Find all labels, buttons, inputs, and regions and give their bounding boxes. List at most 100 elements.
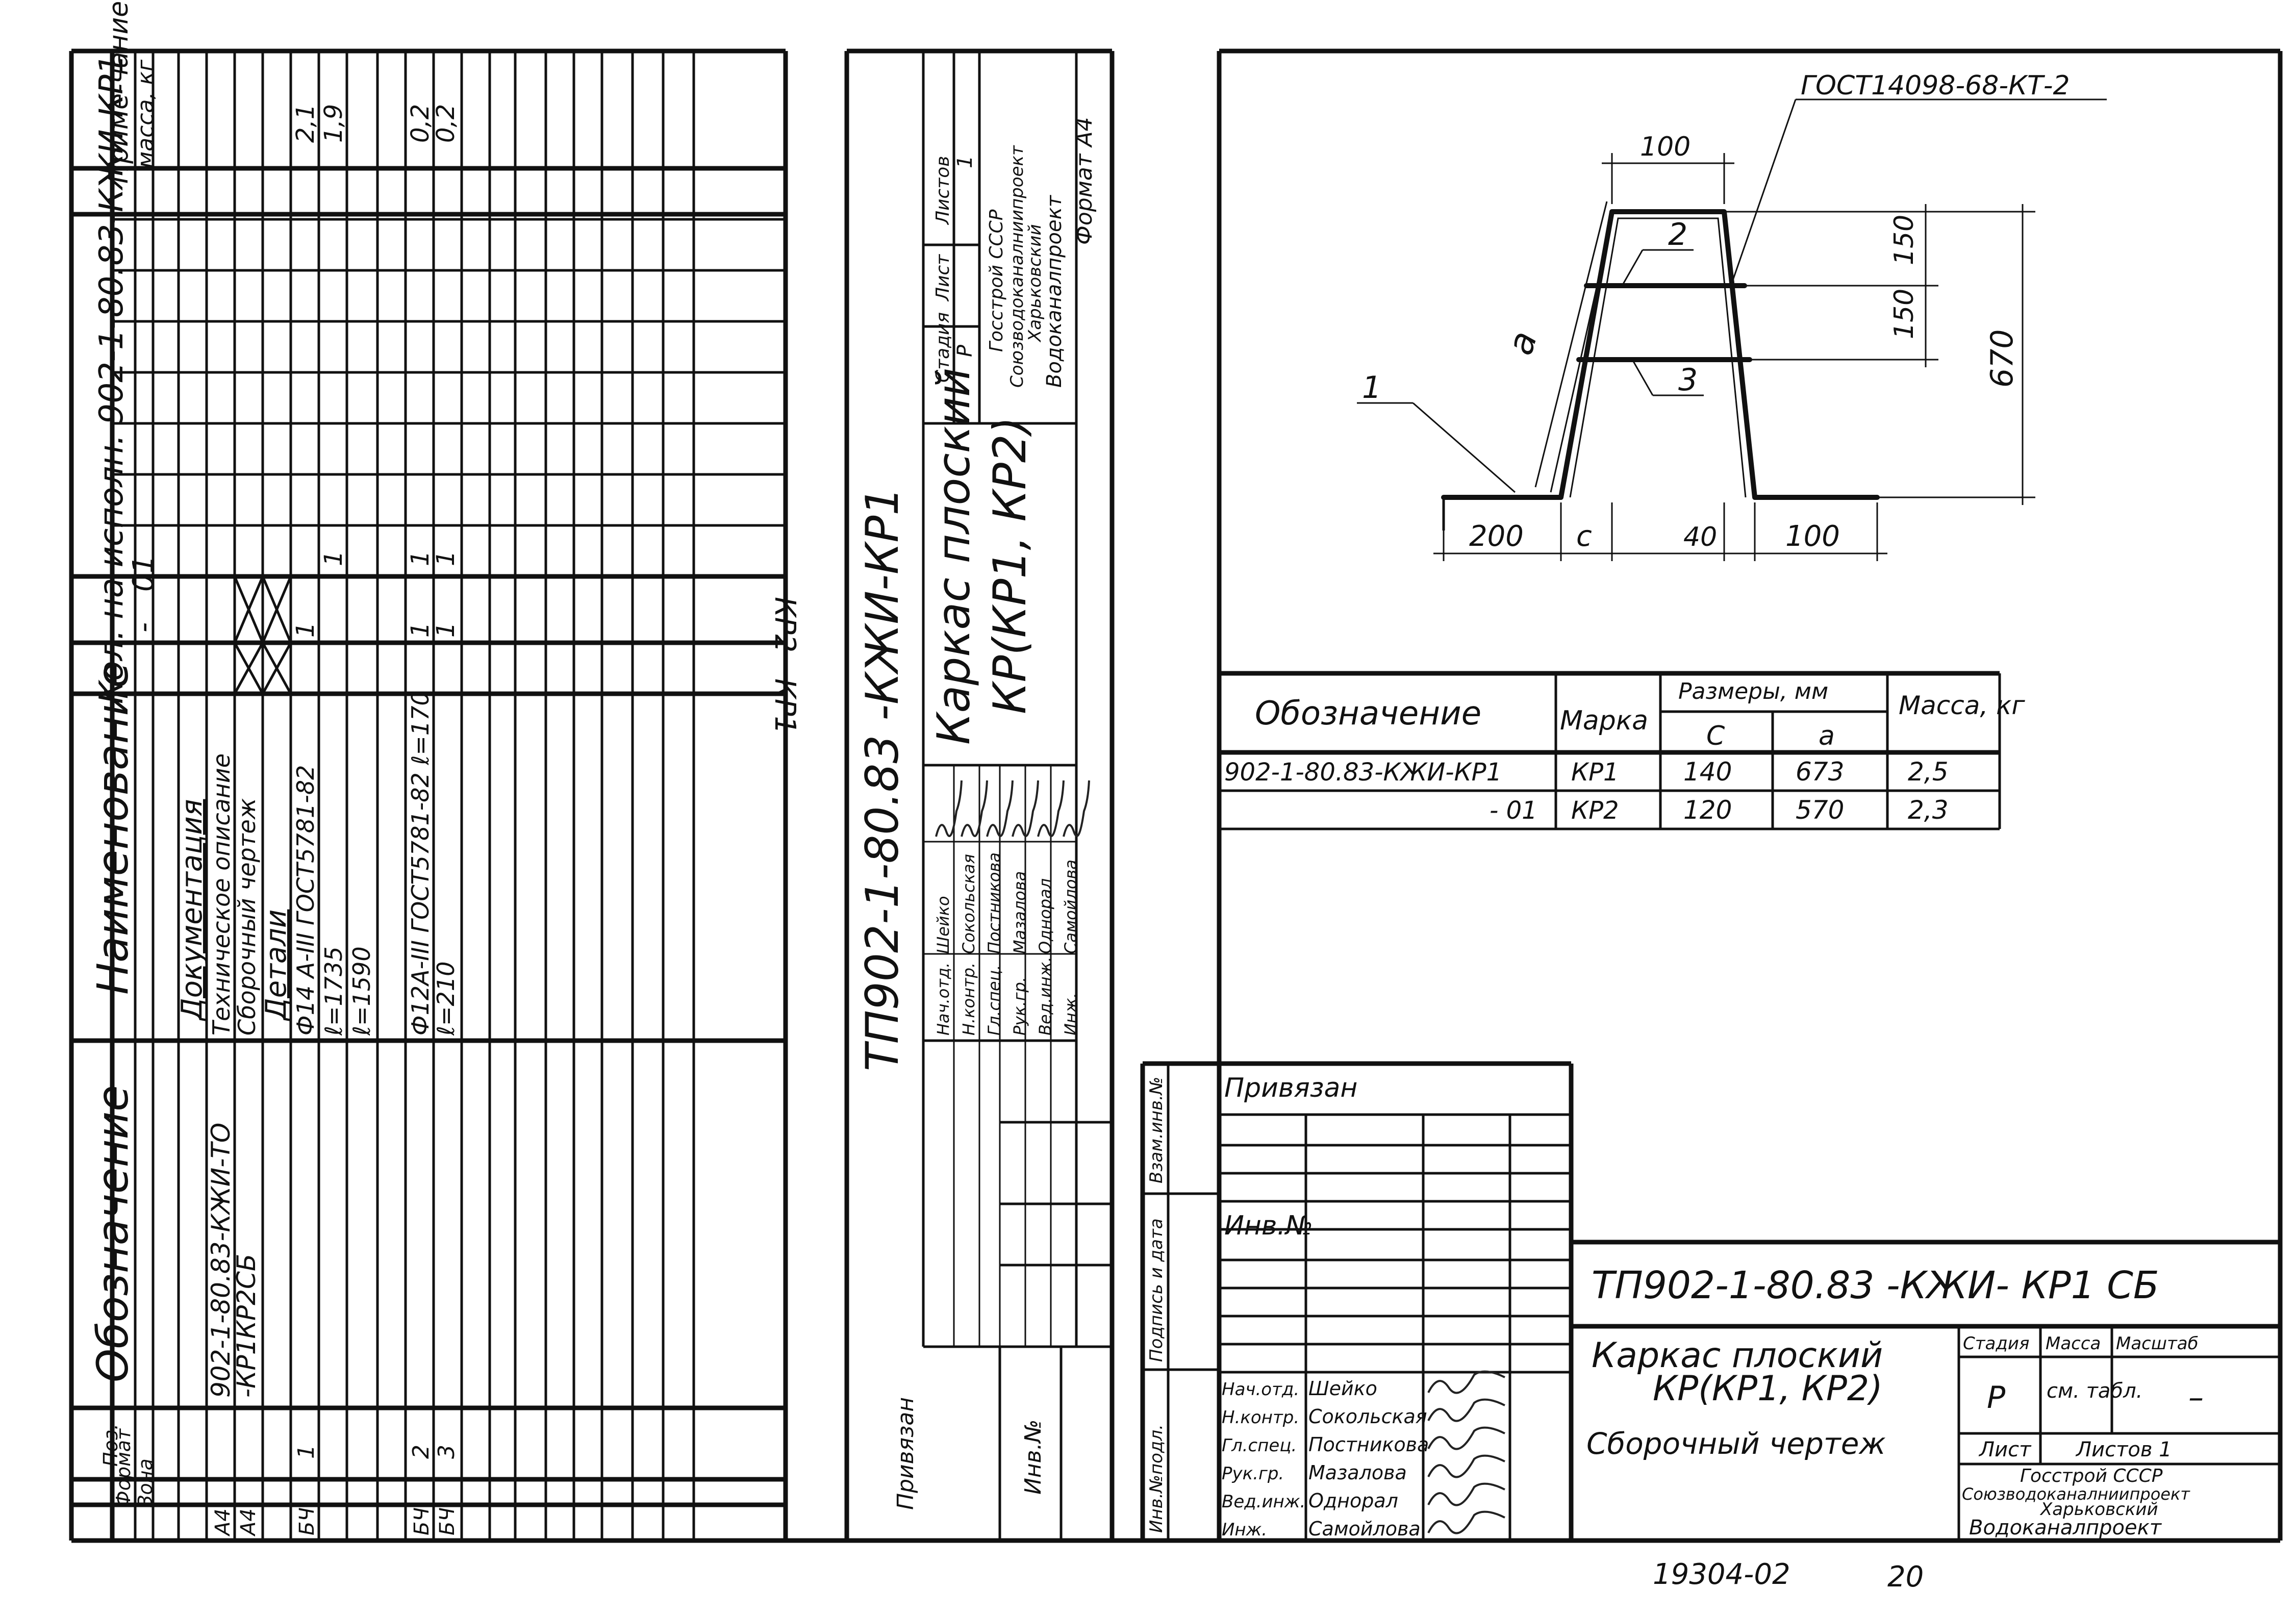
- spec-signature: [1037, 780, 1065, 837]
- spec-row-name: Техническое описание: [208, 753, 235, 1036]
- stamp-col-value-2: –: [2188, 1380, 2204, 1416]
- table-row-mark: КР1: [1571, 758, 1619, 787]
- spec-header-designation: Обозначение: [88, 1085, 138, 1382]
- spec-row-name: Ф12А-III ГОСТ5781-82 ℓ=170: [407, 691, 434, 1036]
- spec-people: Нач.отд.ШейкоН.контр.СокольскаяГл.спец.П…: [933, 780, 1090, 1036]
- spec-person-role: Н.контр.: [959, 963, 978, 1036]
- table-header-c: С: [1706, 721, 1725, 751]
- spec-row-mass: 1,9: [319, 104, 348, 143]
- stamp-person-name: Однорал: [1308, 1490, 1398, 1512]
- stamp-signature: [1427, 1454, 1505, 1478]
- stamp-code: ТП902-1-80.83 -КЖИ- КР1 СБ: [1592, 1264, 2159, 1307]
- stamp-person-name: Постникова: [1308, 1433, 1429, 1456]
- stamp-org-3: Водоканалпроект: [1969, 1516, 2162, 1540]
- spec-row-pos: 2: [408, 1445, 434, 1459]
- gost-label: ГОСТ14098-68-КТ-2: [1801, 70, 2070, 101]
- spec-format-note: Формат А4: [1071, 117, 1097, 245]
- stamp-signature: [1427, 1370, 1505, 1394]
- dim-c: с: [1576, 520, 1592, 553]
- spec-row-name: ℓ=1590: [348, 946, 375, 1036]
- spec-row-format: А4: [237, 1508, 260, 1537]
- spec-person-name: Мазалова: [1010, 871, 1029, 954]
- spec-header-name: Наименование: [88, 662, 138, 995]
- spec-row-name: Детали: [260, 910, 293, 1022]
- spec-row-qty-0: 1: [432, 622, 460, 638]
- spec-header-qty: Кол. на исполн. 902-1-80.83-КЖИ-КР1: [93, 54, 131, 704]
- footer-number: 19304-02: [1653, 1558, 1790, 1591]
- pos-2: 2: [1668, 217, 1687, 253]
- spec-person-role: Рук.гр.: [1010, 977, 1029, 1036]
- spec-row-format: БЧ: [410, 1507, 434, 1535]
- spec-org-2: Харьковский: [1025, 224, 1045, 343]
- stamp-signature: [1427, 1482, 1505, 1506]
- spec-org-0: Госстрой СССР: [986, 209, 1007, 352]
- spec-privyazan: Привязан: [893, 1397, 919, 1510]
- dim-left: 200: [1469, 520, 1524, 553]
- spec-code: ТП902-1-80.83 -КЖИ-КР1: [856, 487, 909, 1071]
- footer-page: 20: [1887, 1560, 1924, 1594]
- stamp-person-role: Н.контр.: [1222, 1407, 1299, 1428]
- stamp-privyazan: Привязан: [1224, 1073, 1357, 1103]
- stamp-org-2: Харьковский: [2039, 1499, 2158, 1520]
- spec-variant-0: -: [127, 622, 160, 633]
- main-stamp: Взам.инв.№ Подпись и дата Инв.№подл. При…: [1140, 1061, 2280, 1543]
- spec-row-name: Ф14 А-III ГОСТ5781-82: [292, 765, 319, 1036]
- table-row-a: 570: [1796, 795, 1844, 825]
- stamp-col-label-2: Масштаб: [2116, 1333, 2199, 1354]
- side-label-2: Инв.№подл.: [1146, 1424, 1167, 1533]
- spec-row-designation: -КР1КР2СБ: [232, 1254, 261, 1398]
- table-header-mass: Масса, кг: [1899, 691, 2025, 720]
- table-row-c: 140: [1683, 757, 1732, 787]
- spec-stage-value-0: Р: [953, 344, 977, 357]
- spec-row-qty-1: 1: [432, 550, 460, 566]
- spec-row-mass: 2,1: [291, 104, 320, 143]
- spec-row-qty-0: 1: [291, 622, 320, 638]
- spec-stage-label-0: Стадия: [932, 312, 953, 383]
- table-row-mass: 2,5: [1908, 757, 1949, 787]
- spec-row-name: Документация: [175, 799, 209, 1022]
- spec-header-pos: Поз.: [99, 1424, 122, 1467]
- spec-org-1: Союзводоканалниипроект: [1007, 145, 1027, 388]
- spec-row-format: БЧ: [295, 1507, 319, 1535]
- spec-stage-value-2: 1: [953, 156, 977, 168]
- spec-row-qty-1: 1: [406, 550, 435, 566]
- stamp-person-role: Нач.отд.: [1222, 1379, 1299, 1400]
- spec-person-role: Вед.инж.: [1036, 956, 1055, 1036]
- spec-person-name: Шейко: [933, 896, 953, 954]
- dim-gap: 40: [1683, 522, 1717, 552]
- mark-table: Обозначение Марка Размеры, мм С а Масса,…: [1219, 671, 2025, 830]
- table-row-designation: - 01: [1490, 796, 1537, 825]
- stamp-col-label-1: Масса: [2046, 1333, 2101, 1354]
- stamp-signature: [1427, 1426, 1505, 1450]
- stamp-person-name: Самойлова: [1308, 1518, 1421, 1540]
- spec-person-role: Нач.отд.: [933, 963, 953, 1036]
- spec-person-role: Инж.: [1061, 993, 1080, 1036]
- spec-row-name: Сборочный чертеж: [233, 798, 261, 1036]
- spec-row-pos: 3: [434, 1445, 460, 1459]
- spec-row-qty-0: 1: [406, 622, 435, 638]
- stamp-sheets-label: Листов 1: [2075, 1438, 2172, 1461]
- spec-signature: [1063, 780, 1090, 837]
- pos-1: 1: [1362, 370, 1381, 406]
- spec-header-format: Формат: [112, 1428, 135, 1507]
- stamp-title-line3: Сборочный чертеж: [1586, 1426, 1886, 1461]
- stamp-person-name: Шейко: [1308, 1377, 1377, 1400]
- spec-header-zone: Зона: [134, 1458, 157, 1507]
- table-header-designation: Обозначение: [1255, 695, 1481, 733]
- table-row-designation: 902-1-80.83-КЖИ-КР1: [1224, 758, 1502, 787]
- stamp-signature: [1427, 1510, 1505, 1534]
- dim-a: а: [1499, 326, 1545, 360]
- cage-drawing: 100 150 150 670 а 200 с 40 100 1 2: [1357, 70, 2107, 561]
- spec-person-name: Постникова: [985, 852, 1004, 954]
- spec-signature: [961, 780, 988, 837]
- stamp-title-line1: Каркас плоский: [1592, 1335, 1883, 1376]
- spec-row-format: А4: [211, 1508, 235, 1537]
- table-header-a: а: [1819, 721, 1835, 751]
- stamp-inv: Инв.№: [1224, 1210, 1313, 1241]
- spec-inv: Инв.№: [1020, 1420, 1046, 1495]
- rebar-1: [1441, 209, 1880, 500]
- specification-grid: [69, 48, 1143, 1543]
- stamp-person-role: Гл.спец.: [1222, 1435, 1297, 1456]
- spec-rows: ДокументацияА4902-1-80.83-КЖИ-ТОТехничес…: [175, 104, 460, 1537]
- spec-header-mass: масса, кг: [133, 59, 159, 168]
